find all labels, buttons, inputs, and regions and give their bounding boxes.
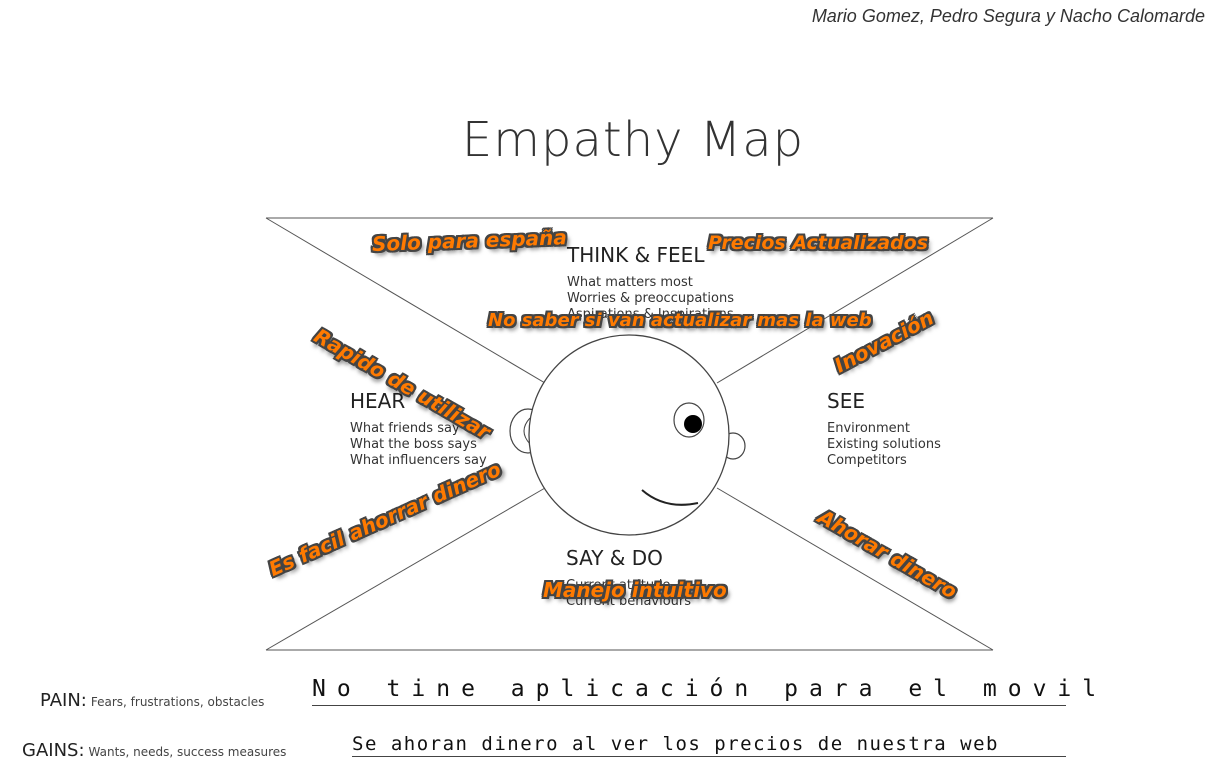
quadrant-line: Current attitude xyxy=(566,578,671,593)
quadrant-line: Existing solutions xyxy=(827,437,941,452)
diagonal-bottom-right xyxy=(716,487,994,651)
quadrant-line: Worries & preoccupations xyxy=(567,291,734,306)
quadrant-title: THINK & FEEL xyxy=(567,243,705,267)
pain-answer-field[interactable]: No tine aplicación para el movil xyxy=(312,676,1096,706)
quadrant-line: Environment xyxy=(827,421,911,436)
quadrant-think-feel: THINK & FEEL What matters most Worries &… xyxy=(567,243,734,323)
quadrant-line: What matters most xyxy=(567,275,693,290)
diagonal-bottom-left xyxy=(265,487,546,651)
gains-label: GAINS: xyxy=(22,740,85,761)
quadrant-line: What the boss says xyxy=(350,437,477,452)
left-ear-inner xyxy=(523,417,531,445)
sticky-note[interactable]: Manejo intuitivo xyxy=(543,578,727,602)
authors-credit: Mario Gomez, Pedro Segura y Nacho Caloma… xyxy=(811,6,1205,26)
pain-label-group: PAIN:Fears, frustrations, obstacles xyxy=(40,690,264,711)
quadrant-title: SAY & DO xyxy=(566,546,663,570)
pupil-icon xyxy=(684,415,702,433)
sticky-note[interactable]: No saber si van actualizar mas la web xyxy=(488,310,872,331)
gains-sublabel: Wants, needs, success measures xyxy=(88,745,287,759)
quadrant-title: HEAR xyxy=(350,389,406,413)
gains-answer-field[interactable]: Se ahoran dinero al ver los precios de n… xyxy=(352,733,1066,757)
gains-label-group: GAINS:Wants, needs, success measures xyxy=(22,740,286,761)
page-title: Empathy Map xyxy=(461,112,805,168)
quadrant-line: Aspirations & Inspirations xyxy=(567,307,734,322)
diagonal-top-right xyxy=(716,217,994,384)
quadrant-line: What influencers say xyxy=(350,453,487,468)
quadrant-see: SEE Environment Existing solutions Compe… xyxy=(827,389,941,469)
head-icon xyxy=(528,334,730,536)
quadrant-line: Current behaviours xyxy=(566,594,692,609)
quadrant-hear: HEAR What friends say What the boss says… xyxy=(350,389,487,469)
sticky-note[interactable]: Precios Actualizados xyxy=(708,232,929,254)
quadrant-line: What friends say xyxy=(350,421,460,436)
pain-sublabel: Fears, frustrations, obstacles xyxy=(90,695,265,709)
diagonal-top-left xyxy=(265,217,546,384)
mouth-icon xyxy=(641,489,699,506)
quadrant-say-do: SAY & DO Current attitude Current behavi… xyxy=(566,546,691,610)
quadrant-title: SEE xyxy=(827,389,865,413)
quadrant-line: Competitors xyxy=(827,453,907,468)
pain-label: PAIN: xyxy=(40,690,87,711)
